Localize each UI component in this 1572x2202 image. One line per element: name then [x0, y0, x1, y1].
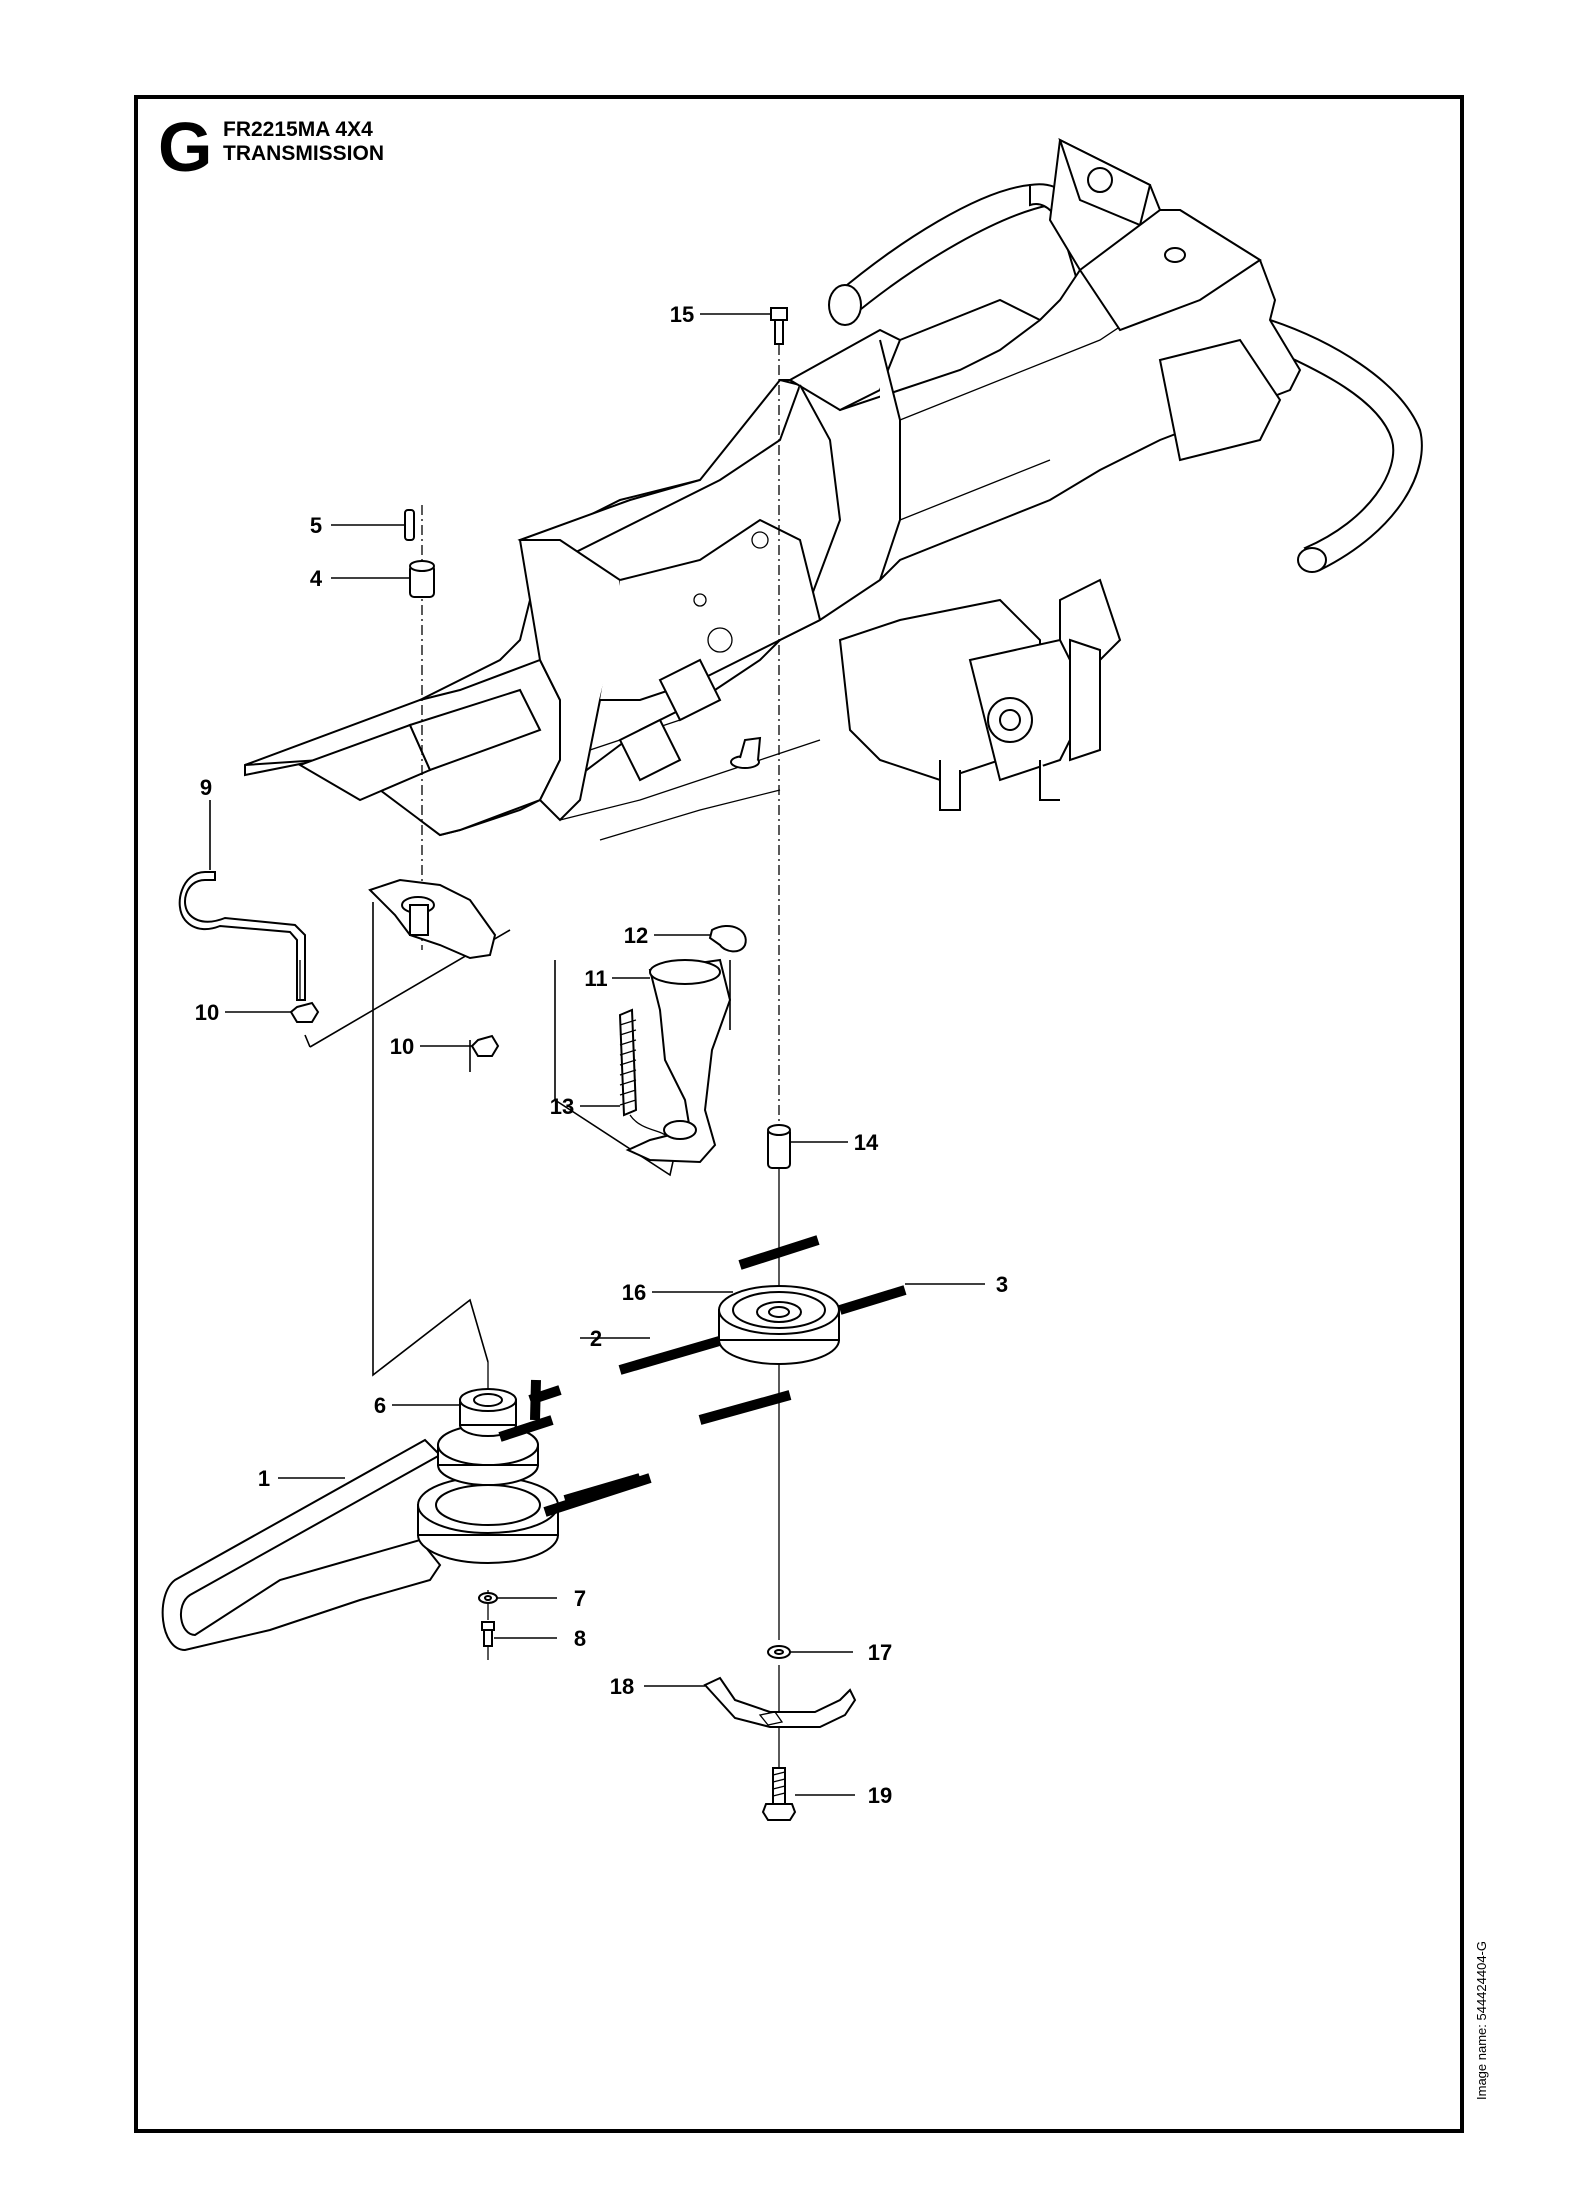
callout-10b: 10 — [390, 1034, 414, 1059]
callout-11: 11 — [584, 966, 607, 991]
part-11-idler-arm — [625, 958, 732, 1164]
callout-18: 18 — [610, 1674, 634, 1699]
part-1-belt — [161, 1438, 442, 1652]
part-6-drive-pulley — [417, 1388, 652, 1564]
section-title: TRANSMISSION — [223, 142, 385, 165]
callout-8: 8 — [574, 1626, 586, 1651]
callout-labels: 5 4 15 9 10 10 12 11 13 14 16 3 2 6 1 7 … — [195, 302, 1008, 1808]
title-block: FR2215MA 4X4 TRANSMISSION — [223, 118, 384, 166]
callout-15: 15 — [670, 302, 694, 327]
callout-9: 9 — [200, 775, 212, 800]
callout-14: 14 — [854, 1130, 879, 1155]
callout-6: 6 — [374, 1393, 386, 1418]
part-9-rod — [178, 871, 306, 1001]
section-letter: G — [158, 108, 213, 186]
idler-bracket — [368, 878, 497, 960]
part-12-clip — [708, 925, 747, 953]
callout-3: 3 — [996, 1272, 1008, 1297]
part-4-bushing — [409, 560, 435, 598]
callout-19: 19 — [868, 1783, 892, 1808]
callout-5: 5 — [310, 513, 322, 538]
part-10-nut-a — [289, 1001, 320, 1023]
callout-4: 4 — [310, 566, 323, 591]
callout-7: 7 — [574, 1586, 586, 1611]
callout-13: 13 — [550, 1094, 574, 1119]
part-7-washer — [478, 1592, 498, 1604]
part-19-bolt — [761, 1767, 797, 1821]
callout-10a: 10 — [195, 1000, 219, 1025]
callout-16: 16 — [622, 1280, 646, 1305]
callout-17: 17 — [868, 1640, 892, 1665]
callout-2: 2 — [590, 1326, 602, 1351]
part-18-belt-guide — [703, 1676, 857, 1728]
chassis-frame — [244, 138, 1423, 841]
part-16-idler-pulley — [718, 1285, 840, 1365]
part-15-bolt — [770, 307, 788, 345]
part-17-washer — [767, 1645, 791, 1659]
callout-12: 12 — [624, 923, 648, 948]
part-10-nut-b — [470, 1034, 500, 1057]
part-14-spacer — [767, 1124, 791, 1169]
model-name: FR2215MA 4X4 — [223, 118, 373, 141]
part-8-bolt — [481, 1621, 495, 1647]
callout-1: 1 — [258, 1466, 270, 1491]
drawing-frame — [134, 95, 1464, 2133]
part-5-pin — [404, 509, 415, 541]
leader-lines — [209, 313, 985, 1796]
part-13-spring — [618, 1008, 666, 1136]
